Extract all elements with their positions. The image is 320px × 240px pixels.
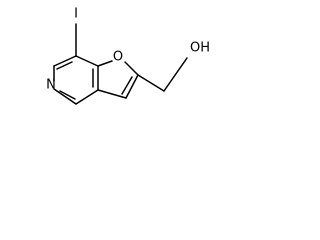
bond-c6-c6-inner — [56, 61, 73, 70]
bond-c7-c6 — [53, 55, 77, 67]
bond-c2-c3-inner — [121, 76, 133, 95]
iodine-label: I — [74, 7, 78, 22]
bond-nitrogen-c4 — [53, 88, 77, 105]
chemical-structure: I O N OH — [46, 7, 210, 105]
bond-c7a-oxygen — [97, 60, 113, 67]
bond-c7a-c7 — [75, 55, 99, 67]
bond-c3-c3a — [97, 89, 127, 99]
bond-c2-ch2 — [137, 74, 165, 92]
bond-c4-c3a — [75, 89, 99, 105]
furan-oxygen-label: O — [113, 50, 123, 65]
hydroxyl-label: OH — [190, 41, 210, 56]
bond-ch2-hydroxyl — [163, 57, 188, 92]
bond-oxygen-c2 — [124, 61, 139, 76]
bond-c4-inner — [59, 90, 76, 100]
atom-labels: I O N OH — [46, 7, 210, 93]
bonds — [53, 23, 188, 105]
bond-c2-c3 — [125, 74, 139, 99]
pyridine-nitrogen-label: N — [46, 78, 56, 93]
